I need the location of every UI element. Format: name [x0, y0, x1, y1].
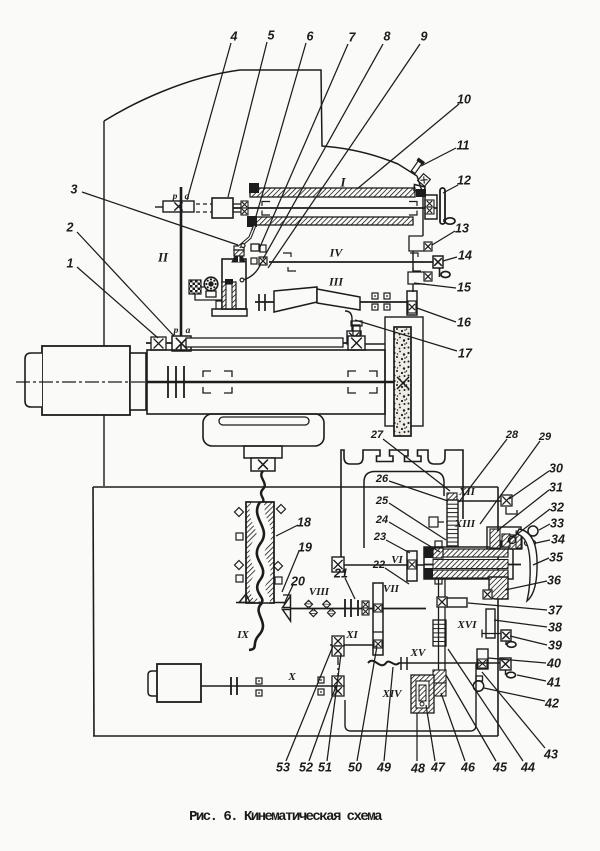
svg-text:44: 44: [520, 761, 535, 775]
svg-text:53: 53: [276, 761, 290, 775]
svg-text:p: p: [172, 192, 178, 202]
svg-text:28: 28: [505, 429, 519, 441]
svg-text:1: 1: [67, 257, 74, 271]
svg-text:9: 9: [421, 30, 428, 44]
svg-text:13: 13: [455, 222, 469, 236]
svg-text:I: I: [339, 175, 346, 190]
svg-text:46: 46: [460, 761, 476, 775]
svg-text:42: 42: [544, 697, 559, 711]
svg-text:VII: VII: [383, 583, 400, 595]
svg-text:2: 2: [66, 221, 74, 235]
svg-text:29: 29: [538, 431, 552, 443]
svg-text:8: 8: [384, 30, 391, 44]
svg-text:a: a: [185, 192, 190, 202]
svg-text:VIII: VIII: [309, 586, 330, 598]
svg-text:49: 49: [376, 761, 391, 775]
svg-text:18: 18: [297, 516, 311, 530]
svg-text:30: 30: [549, 462, 563, 476]
svg-text:22: 22: [372, 559, 385, 571]
svg-text:17: 17: [458, 347, 473, 361]
svg-text:12: 12: [457, 174, 471, 188]
svg-text:10: 10: [457, 93, 471, 107]
svg-text:p: p: [173, 326, 179, 336]
svg-text:XIV: XIV: [382, 688, 404, 700]
svg-text:XVI: XVI: [457, 619, 478, 631]
svg-text:IX: IX: [236, 629, 249, 641]
svg-text:50: 50: [348, 761, 362, 775]
svg-text:IV: IV: [329, 245, 344, 259]
svg-text:45: 45: [492, 761, 508, 775]
svg-text:27: 27: [370, 429, 384, 441]
svg-text:32: 32: [550, 501, 564, 515]
svg-text:XIII: XIII: [454, 518, 476, 530]
svg-text:51: 51: [318, 761, 332, 775]
svg-text:11: 11: [457, 139, 470, 153]
svg-text:23: 23: [373, 531, 386, 543]
svg-text:34: 34: [551, 533, 565, 547]
svg-text:7: 7: [349, 31, 357, 45]
svg-text:VI: VI: [391, 554, 403, 566]
svg-text:48: 48: [410, 762, 425, 776]
svg-text:19: 19: [298, 541, 312, 555]
svg-text:35: 35: [549, 551, 564, 565]
svg-text:25: 25: [375, 495, 389, 507]
svg-text:3: 3: [71, 183, 78, 197]
svg-text:40: 40: [546, 657, 561, 671]
svg-text:43: 43: [543, 748, 558, 762]
svg-text:52: 52: [299, 761, 313, 775]
svg-text:16: 16: [457, 316, 472, 330]
svg-text:36: 36: [547, 574, 562, 588]
svg-text:Рис. 6. Кинематическая схема: Рис. 6. Кинематическая схема: [189, 809, 383, 825]
svg-text:38: 38: [548, 621, 562, 635]
svg-text:26: 26: [375, 473, 389, 485]
svg-text:XV: XV: [410, 647, 427, 659]
svg-text:24: 24: [375, 514, 388, 526]
svg-text:X: X: [287, 671, 296, 683]
svg-text:47: 47: [430, 761, 446, 775]
svg-text:41: 41: [546, 676, 561, 690]
svg-text:39: 39: [548, 639, 562, 653]
svg-text:5: 5: [268, 29, 276, 43]
svg-text:21: 21: [333, 567, 348, 581]
svg-text:III: III: [328, 274, 344, 288]
svg-text:II: II: [157, 250, 169, 265]
svg-text:14: 14: [458, 249, 472, 263]
svg-text:a: a: [186, 326, 191, 336]
svg-text:31: 31: [549, 481, 563, 495]
svg-text:XI: XI: [345, 629, 358, 641]
svg-text:15: 15: [457, 281, 472, 295]
svg-text:37: 37: [548, 604, 563, 618]
svg-text:4: 4: [230, 30, 238, 44]
svg-text:20: 20: [290, 575, 305, 589]
svg-text:6: 6: [307, 30, 315, 44]
svg-text:33: 33: [550, 517, 564, 531]
